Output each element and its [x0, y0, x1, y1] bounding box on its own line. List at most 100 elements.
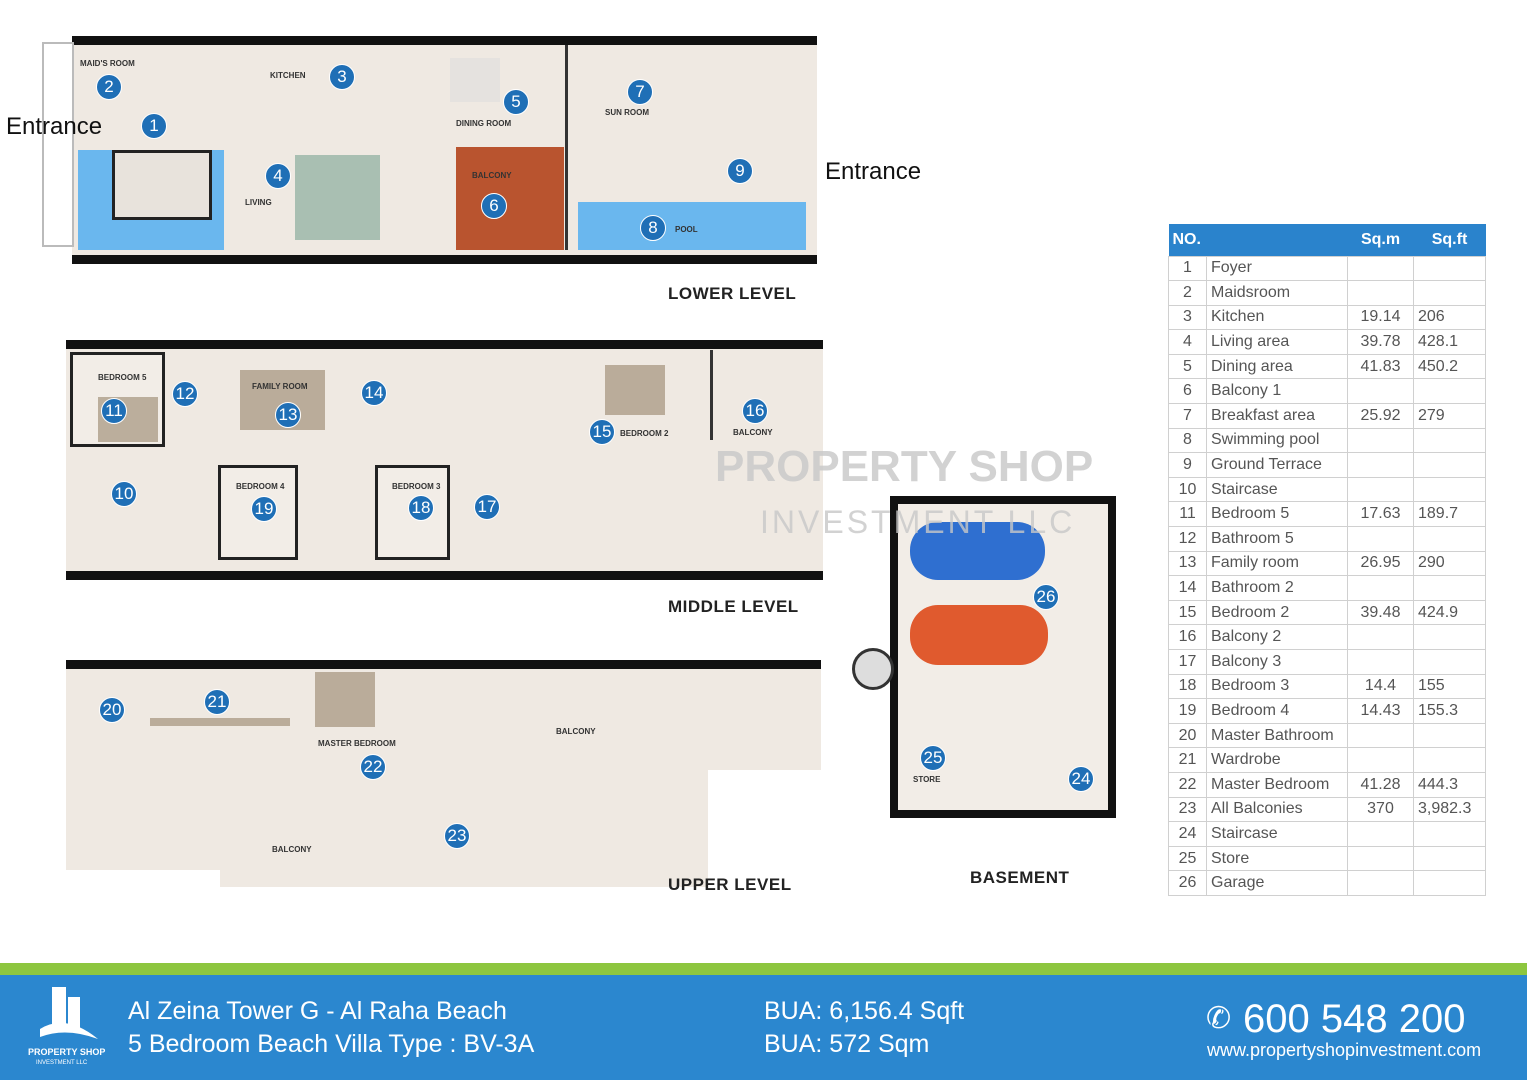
row-sqm	[1347, 870, 1414, 896]
room-label: BALCONY	[733, 428, 773, 437]
room-label: DINING ROOM	[456, 119, 512, 128]
row-no: 8	[1168, 427, 1207, 454]
row-no: 14	[1168, 575, 1207, 601]
logo-line2: INVESTMENT LLC	[36, 1060, 88, 1066]
row-sqm: 41.83	[1347, 353, 1414, 380]
stair-lower	[112, 150, 212, 220]
room-label: SUN ROOM	[605, 108, 649, 117]
row-no: 10	[1168, 476, 1207, 503]
row-name: Bedroom 2	[1206, 599, 1348, 626]
room-label: BEDROOM 5	[98, 373, 147, 382]
row-sqft	[1413, 378, 1486, 405]
row-sqft: 3,982.3	[1413, 796, 1486, 823]
row-sqft	[1413, 427, 1486, 454]
row-name: Living area	[1206, 329, 1348, 355]
row-sqft: 155.3	[1413, 698, 1486, 724]
row-no: 22	[1168, 771, 1207, 798]
row-sqm	[1347, 526, 1414, 552]
row-name: Bathroom 2	[1206, 575, 1348, 601]
row-sqft	[1413, 722, 1486, 749]
row-sqm	[1347, 624, 1414, 650]
room-marker-6: 6	[481, 193, 507, 219]
row-sqm	[1347, 845, 1414, 872]
row-sqft: 450.2	[1413, 353, 1486, 380]
row-name: Staircase	[1206, 476, 1348, 503]
middle-level-label: MIDDLE LEVEL	[668, 597, 799, 616]
bed2-bed	[605, 365, 665, 415]
room-marker-15: 15	[589, 419, 615, 445]
row-no: 2	[1168, 280, 1207, 306]
room-label: BEDROOM 4	[236, 482, 285, 491]
row-name: Bedroom 3	[1206, 673, 1348, 700]
basement-column	[852, 648, 894, 690]
room-label: BEDROOM 2	[620, 429, 669, 438]
green-stripe	[0, 963, 1527, 975]
website-link[interactable]: www.propertyshopinvestment.com	[1207, 1040, 1482, 1060]
row-sqm	[1347, 476, 1414, 503]
row-name: Breakfast area	[1206, 403, 1348, 429]
row-sqft	[1413, 255, 1486, 282]
bua-sqft: BUA: 6,156.4 Sqft	[764, 997, 965, 1025]
room-marker-19: 19	[251, 496, 277, 522]
row-sqft	[1413, 526, 1486, 552]
room-marker-11: 11	[101, 398, 127, 424]
row-sqft	[1413, 821, 1486, 847]
row-name: Balcony 1	[1206, 378, 1348, 405]
upper-level-label: UPPER LEVEL	[668, 875, 792, 894]
row-sqft	[1413, 845, 1486, 872]
row-sqft: 279	[1413, 403, 1486, 429]
room-marker-14: 14	[361, 380, 387, 406]
phone-number[interactable]: 600 548 200	[1243, 997, 1466, 1041]
row-sqft	[1413, 575, 1486, 601]
row-no: 4	[1168, 329, 1207, 355]
row-name: Family room	[1206, 550, 1348, 577]
row-no: 16	[1168, 624, 1207, 650]
blue-car	[910, 522, 1045, 580]
row-sqft: 428.1	[1413, 329, 1486, 355]
row-name: Wardrobe	[1206, 747, 1348, 773]
row-no: 13	[1168, 550, 1207, 577]
row-no: 9	[1168, 452, 1207, 478]
row-no: 3	[1168, 304, 1207, 331]
row-sqm	[1347, 255, 1414, 282]
row-sqft: 290	[1413, 550, 1486, 577]
room-label: POOL	[675, 225, 698, 234]
row-sqm: 26.95	[1347, 550, 1414, 577]
row-sqm	[1347, 427, 1414, 454]
room-marker-10: 10	[111, 481, 137, 507]
row-sqm: 19.14	[1347, 304, 1414, 331]
row-sqm: 370	[1347, 796, 1414, 823]
sun-room-divider	[565, 45, 568, 250]
row-name: Swimming pool	[1206, 427, 1348, 454]
row-name: Garage	[1206, 870, 1348, 896]
row-no: 19	[1168, 698, 1207, 724]
watermark-line2: INVESTMENT LLC	[760, 504, 1076, 540]
upper-level-plan-top	[66, 660, 821, 770]
room-marker-2: 2	[96, 74, 122, 100]
basement-label: BASEMENT	[970, 868, 1070, 887]
row-no: 17	[1168, 649, 1207, 675]
room-label: BALCONY	[272, 845, 312, 854]
room-label: BALCONY	[472, 171, 512, 180]
row-sqm	[1347, 575, 1414, 601]
row-name: Bedroom 4	[1206, 698, 1348, 724]
row-no: 1	[1168, 255, 1207, 282]
bua-sqm: BUA: 572 Sqm	[764, 1030, 930, 1058]
room-label: STORE	[913, 775, 941, 784]
